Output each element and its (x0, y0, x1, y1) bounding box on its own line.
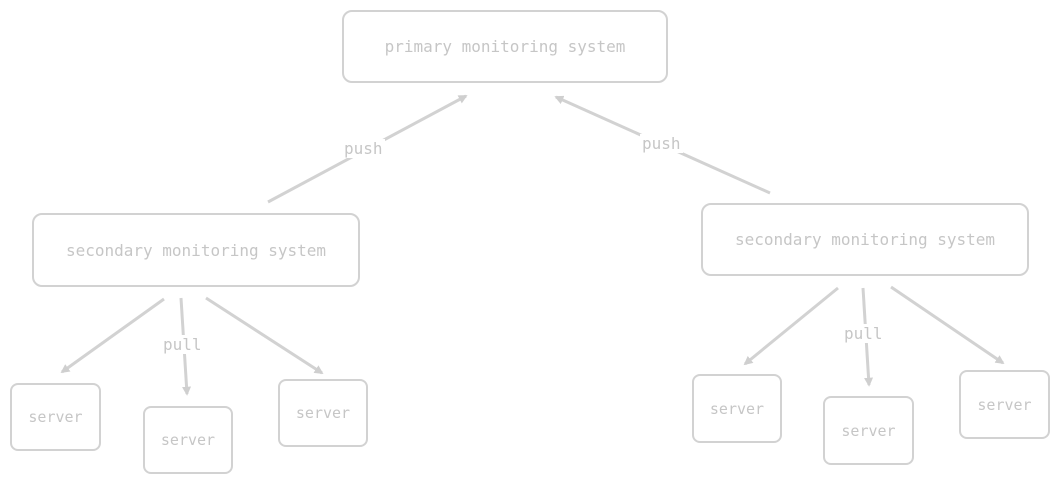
edge-label-push-left: push (342, 139, 385, 158)
server-node-left-2[interactable]: server (143, 406, 233, 474)
server-label: server (160, 431, 216, 449)
server-node-left-3[interactable]: server (278, 379, 368, 447)
server-node-left-1[interactable]: server (10, 383, 101, 451)
edge-pull-right-3 (890, 285, 1005, 365)
edge-label-pull-left: pull (161, 335, 204, 354)
edge-pull-right-1 (743, 286, 839, 366)
server-label: server (709, 399, 765, 418)
primary-monitoring-label: primary monitoring system (384, 37, 626, 56)
server-label: server (295, 404, 351, 422)
server-label: server (841, 421, 896, 440)
primary-monitoring-node[interactable]: primary monitoring system (342, 10, 668, 83)
secondary-monitoring-node-right[interactable]: secondary monitoring system (701, 203, 1029, 276)
edge-pull-left-3 (205, 296, 324, 375)
secondary-monitoring-label-right: secondary monitoring system (734, 230, 996, 249)
edge-label-push-right: push (640, 134, 683, 153)
server-label: server (977, 395, 1032, 414)
edge-pull-left-1 (60, 297, 165, 374)
server-label: server (28, 408, 83, 426)
server-node-right-3[interactable]: server (959, 370, 1050, 439)
server-node-right-1[interactable]: server (692, 374, 782, 443)
server-node-right-2[interactable]: server (823, 396, 914, 465)
secondary-monitoring-label-left: secondary monitoring system (65, 240, 327, 260)
secondary-monitoring-node-left[interactable]: secondary monitoring system (32, 213, 360, 287)
edge-label-pull-right: pull (842, 324, 885, 343)
